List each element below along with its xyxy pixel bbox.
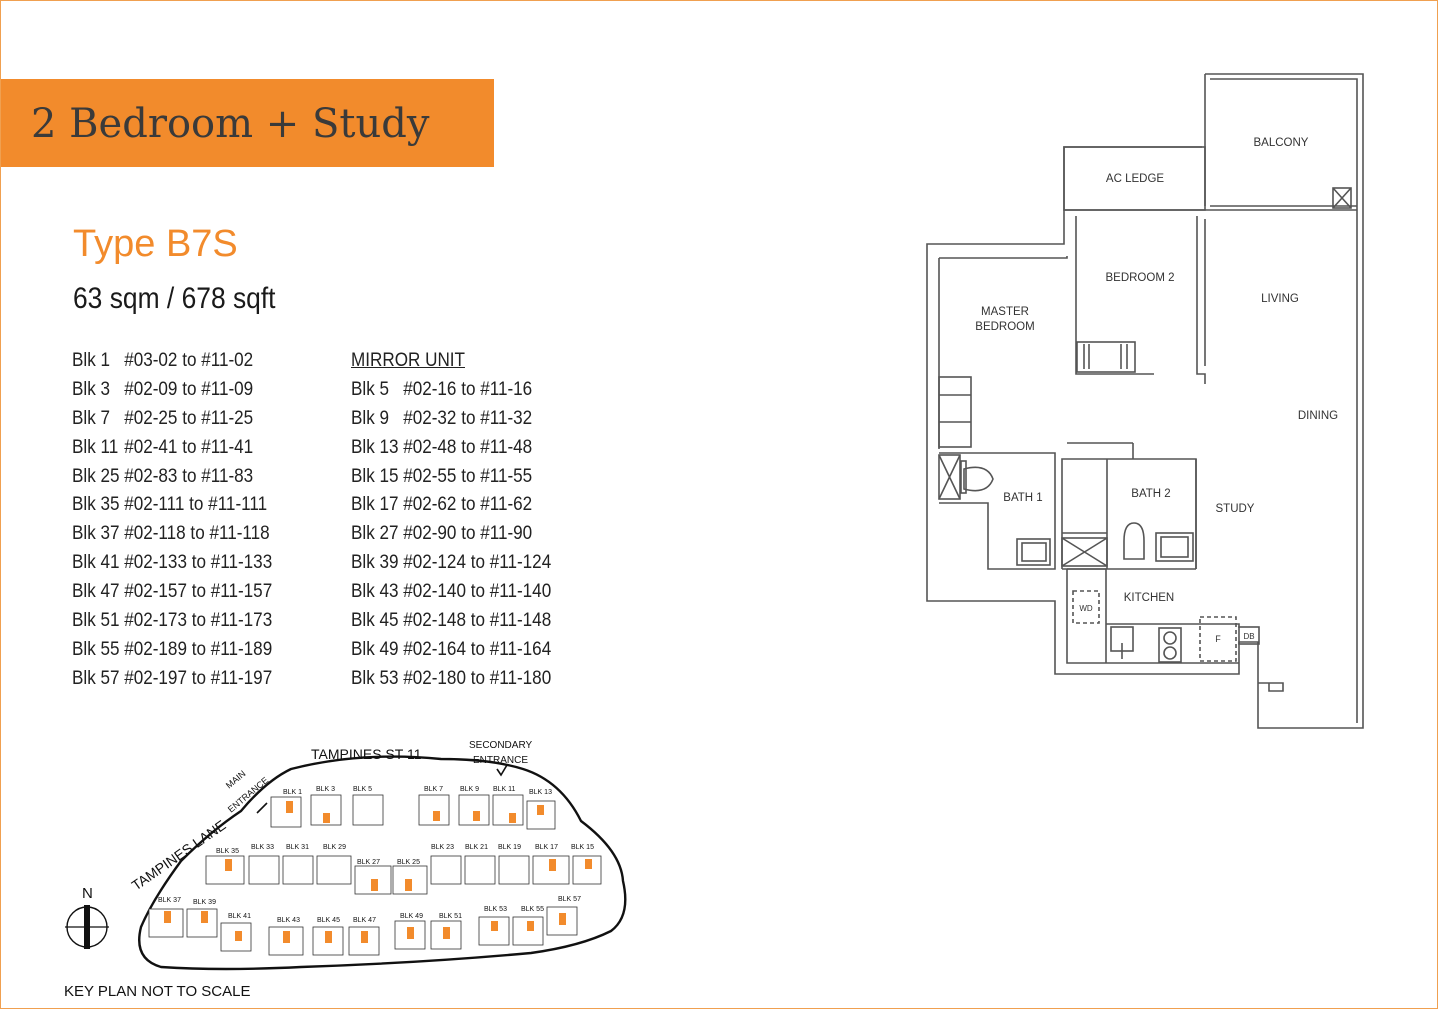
room-label-fridge: F — [1215, 634, 1221, 644]
svg-text:N: N — [82, 885, 93, 902]
mirror-unit-row: Blk 15#02-55 to #11-55 — [351, 465, 533, 487]
mirror-unit-heading: MIRROR UNIT — [351, 350, 465, 371]
mirror-unit-list: MIRROR UNIT Blk 5#02-16 to #11-16 Blk 9#… — [351, 347, 551, 694]
svg-text:BLK 21: BLK 21 — [465, 844, 488, 851]
room-label-wd: WD — [1079, 604, 1093, 613]
svg-text:BLK 55: BLK 55 — [521, 906, 544, 913]
mirror-unit-row: Blk 43#02-140 to #11-140 — [351, 581, 552, 603]
room-label-living: LIVING — [1261, 293, 1299, 305]
mirror-unit-row: Blk 49#02-164 to #11-164 — [351, 638, 552, 660]
svg-text:BLK 43: BLK 43 — [277, 917, 300, 924]
unit-row: Blk 51#02-173 to #11-173 — [72, 610, 273, 632]
road-label-tampines-st-11: TAMPINES ST 11 — [311, 746, 422, 762]
room-label-balcony: BALCONY — [1254, 137, 1309, 149]
room-label-db: DB — [1243, 632, 1254, 641]
svg-text:BLK 19: BLK 19 — [498, 844, 521, 851]
unit-row: Blk 55#02-189 to #11-189 — [72, 638, 273, 660]
unit-row: Blk 25#02-83 to #11-83 — [72, 465, 254, 487]
room-label-dining: DINING — [1298, 410, 1338, 422]
unit-row: Blk 41#02-133 to #11-133 — [72, 552, 273, 574]
unit-row: Blk 57#02-197 to #11-197 — [72, 667, 273, 689]
svg-text:BLK 57: BLK 57 — [558, 896, 581, 903]
key-plan-map: TAMPINES ST 11 TAMPINES LANE MAIN ENTRAN… — [65, 740, 627, 971]
svg-text:BLK 9: BLK 9 — [460, 786, 479, 793]
unit-row: Blk 1#03-02 to #11-02 — [72, 350, 254, 371]
page-title: 2 Bedroom + Study — [31, 101, 430, 147]
block-labels: BLK 1 BLK 3 BLK 5 BLK 7 BLK 9 BLK 11 BLK… — [158, 786, 594, 924]
svg-text:BLK 25: BLK 25 — [397, 859, 420, 866]
room-label-kitchen: KITCHEN — [1124, 592, 1174, 604]
room-label-bedroom2: BEDROOM 2 — [1105, 272, 1174, 284]
room-label-ac-ledge: AC LEDGE — [1106, 173, 1164, 185]
key-plan-note: KEY PLAN NOT TO SCALE — [64, 983, 251, 1000]
mirror-unit-row: Blk 9#02-32 to #11-32 — [351, 407, 533, 429]
svg-text:BLK 17: BLK 17 — [535, 844, 558, 851]
svg-text:BLK 3: BLK 3 — [316, 786, 335, 793]
unit-area: 63 sqm / 678 sqft — [73, 282, 276, 315]
mirror-unit-row: Blk 17#02-62 to #11-62 — [351, 494, 533, 516]
secondary-entrance-label-2: ENTRANCE — [473, 755, 528, 766]
header-banner: 2 Bedroom + Study — [1, 79, 494, 167]
svg-text:BLK 1: BLK 1 — [283, 789, 302, 796]
main-entrance-label-1: MAIN — [224, 768, 248, 790]
mirror-unit-row: Blk 13#02-48 to #11-48 — [351, 436, 533, 458]
svg-text:BLK 31: BLK 31 — [286, 844, 309, 851]
room-label-bath1: BATH 1 — [1003, 492, 1042, 504]
room-label-master-2: BEDROOM — [975, 321, 1034, 333]
svg-text:BLK 51: BLK 51 — [439, 913, 462, 920]
room-label-study: STUDY — [1216, 503, 1255, 515]
svg-text:BLK 11: BLK 11 — [493, 786, 516, 793]
svg-text:BLK 45: BLK 45 — [317, 917, 340, 924]
svg-text:BLK 41: BLK 41 — [228, 913, 251, 920]
svg-text:BLK 35: BLK 35 — [216, 848, 239, 855]
unit-row: Blk 35#02-111 to #11-111 — [72, 494, 268, 516]
secondary-entrance-arrow-icon — [496, 764, 508, 777]
north-compass-icon: N — [65, 885, 109, 949]
svg-text:BLK 23: BLK 23 — [431, 844, 454, 851]
unit-row: Blk 3#02-09 to #11-09 — [72, 378, 254, 400]
mirror-unit-row: Blk 39#02-124 to #11-124 — [351, 552, 552, 574]
unit-row: Blk 7#02-25 to #11-25 — [72, 407, 254, 429]
unit-row: Blk 47#02-157 to #11-157 — [72, 581, 273, 603]
unit-type: Type B7S — [73, 223, 238, 265]
svg-text:BLK 33: BLK 33 — [251, 844, 274, 851]
svg-text:BLK 13: BLK 13 — [529, 789, 552, 796]
highlighted-units — [164, 801, 592, 943]
svg-text:BLK 7: BLK 7 — [424, 786, 443, 793]
svg-text:BLK 39: BLK 39 — [193, 899, 216, 906]
svg-text:BLK 37: BLK 37 — [158, 897, 181, 904]
mirror-unit-row: Blk 45#02-148 to #11-148 — [351, 610, 552, 632]
svg-text:BLK 49: BLK 49 — [400, 913, 423, 920]
unit-row: Blk 37#02-118 to #11-118 — [72, 523, 270, 545]
main-entrance-arrow-icon — [256, 802, 268, 814]
unit-row: Blk 11#02-41 to #11-41 — [72, 436, 254, 458]
svg-text:BLK 29: BLK 29 — [323, 844, 346, 851]
room-label-bath2: BATH 2 — [1131, 488, 1170, 500]
svg-text:BLK 15: BLK 15 — [571, 844, 594, 851]
svg-text:BLK 53: BLK 53 — [484, 906, 507, 913]
svg-text:BLK 5: BLK 5 — [353, 786, 372, 793]
svg-text:BLK 47: BLK 47 — [353, 917, 376, 924]
mirror-unit-row: Blk 53#02-180 to #11-180 — [351, 667, 552, 689]
site-boundary — [138, 755, 627, 971]
secondary-entrance-label-1: SECONDARY — [469, 740, 532, 751]
svg-text:BLK 27: BLK 27 — [357, 859, 380, 866]
room-label-master-1: MASTER — [981, 306, 1029, 318]
floor-plan-drawing: BALCONY AC LEDGE BEDROOM 2 LIVING MASTER… — [926, 73, 1364, 729]
mirror-unit-row: Blk 5#02-16 to #11-16 — [351, 378, 533, 400]
unit-list: Blk 1#03-02 to #11-02 Blk 3#02-09 to #11… — [72, 347, 272, 694]
mirror-unit-row: Blk 27#02-90 to #11-90 — [351, 523, 533, 545]
